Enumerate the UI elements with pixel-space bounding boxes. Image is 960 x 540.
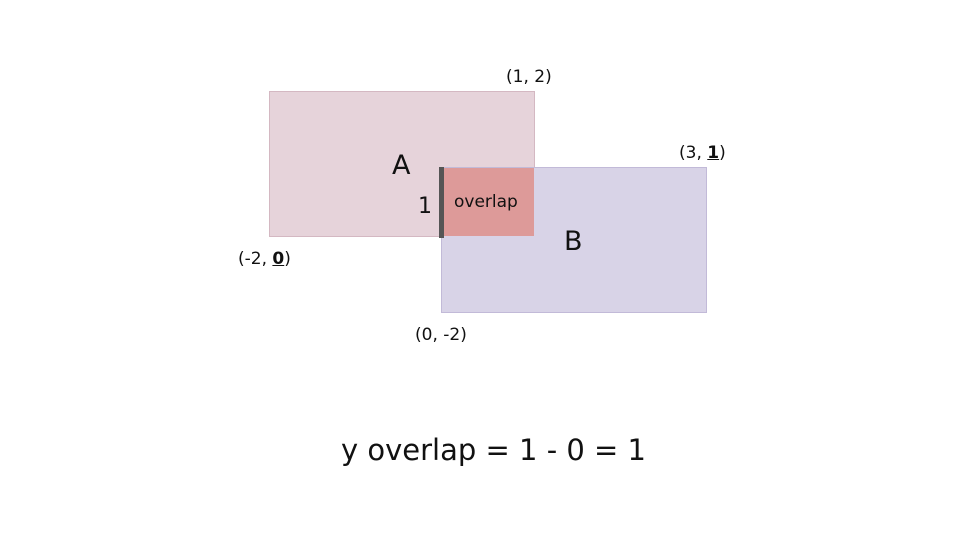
overlap-region	[442, 168, 534, 236]
label-overlap: overlap	[454, 192, 518, 212]
b-top-right-coord: (3, 1)	[679, 143, 726, 163]
a-top-right-coord: (1, 2)	[506, 67, 552, 87]
label-a: A	[392, 150, 411, 181]
a-bottom-left-coord: (-2, 0)	[238, 249, 291, 269]
equation: y overlap = 1 - 0 = 1	[341, 433, 647, 467]
b-bottom-left-coord: (0, -2)	[415, 325, 467, 345]
overlap-height-label: 1	[418, 194, 432, 219]
overlap-height-bar	[439, 167, 444, 238]
label-b: B	[564, 226, 583, 257]
